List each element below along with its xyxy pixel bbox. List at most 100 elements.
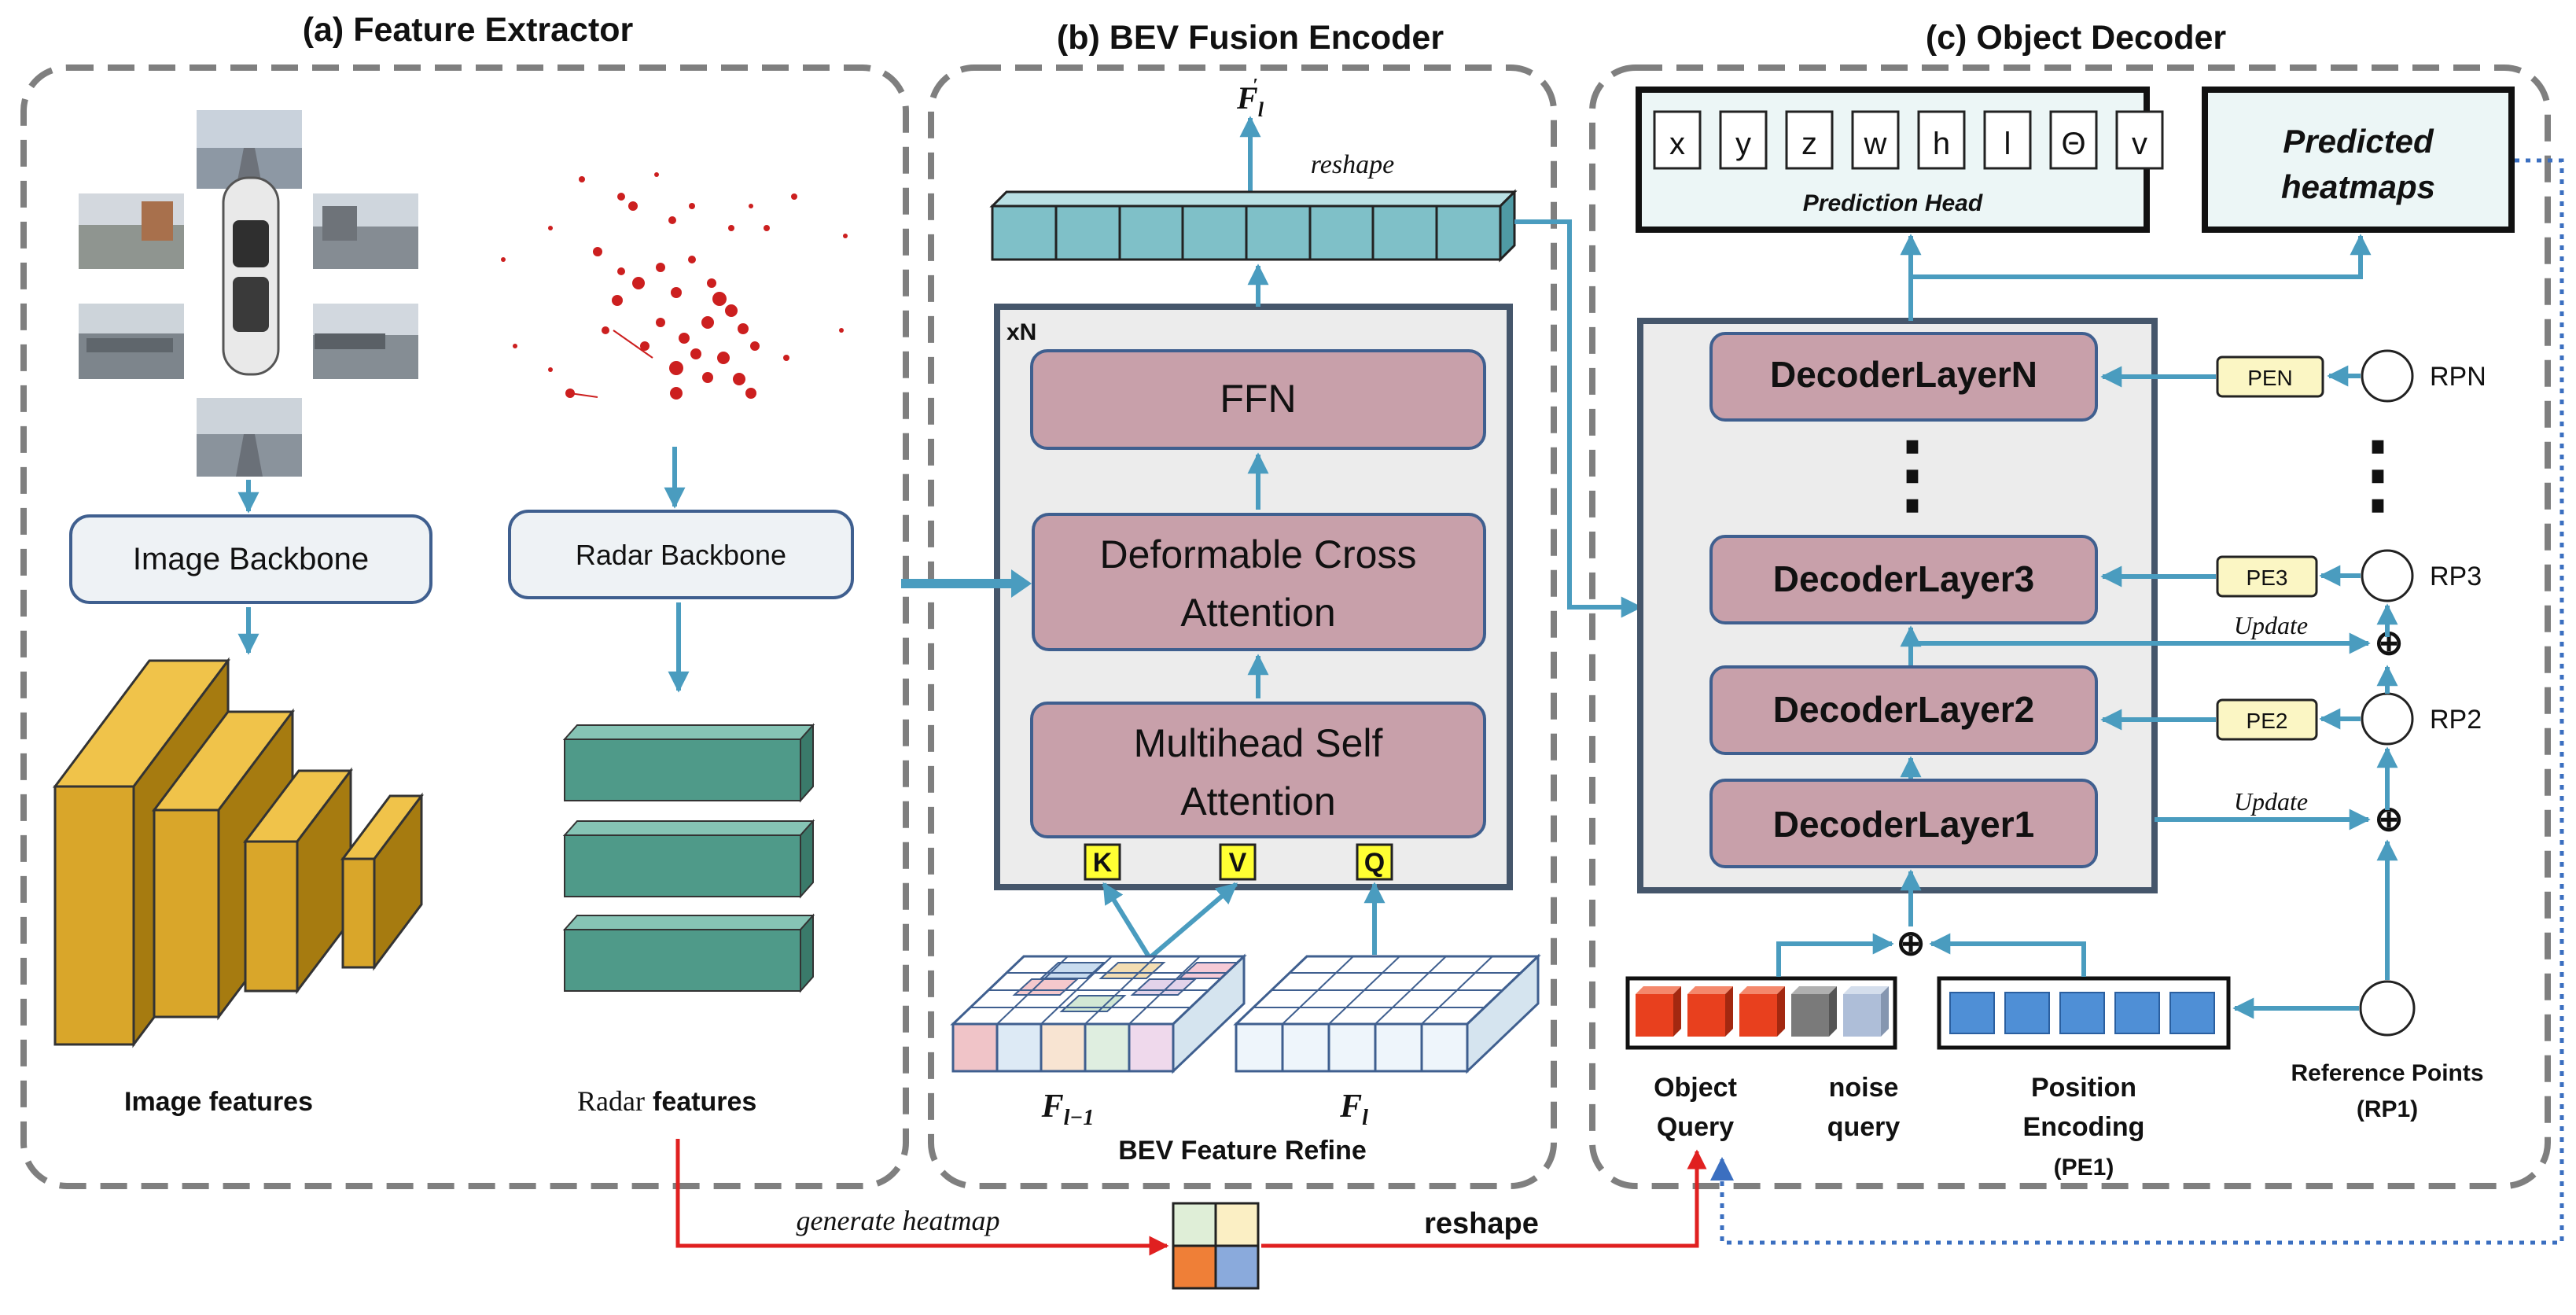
camera-thumbnail-icon bbox=[79, 193, 184, 269]
prediction-head-label: Prediction Head bbox=[1803, 190, 1983, 216]
rp-3-circle bbox=[2361, 549, 2414, 602]
camera-surround-view bbox=[79, 110, 418, 477]
head-value: h bbox=[1933, 127, 1950, 161]
noise-query-cube bbox=[1791, 986, 1837, 1037]
heatmap-feedback-arrow bbox=[1710, 158, 2564, 1245]
radar-feature-map bbox=[562, 913, 815, 993]
position-encoding-line3: (PE1) bbox=[2054, 1155, 2114, 1181]
object-decoder-panel bbox=[1589, 64, 2551, 1189]
generate-heatmap-arrow bbox=[675, 1139, 1169, 1256]
camera-thumbnail-icon bbox=[197, 398, 302, 477]
bev-fusion-encoder-panel bbox=[928, 64, 1557, 1189]
image-backbone-label: Image Backbone bbox=[133, 542, 369, 576]
bev-feature-refine-label: BEV Feature Refine bbox=[1118, 1136, 1367, 1166]
noise-query-cube bbox=[1843, 986, 1889, 1037]
key-label: K bbox=[1093, 848, 1113, 878]
heatmap-grid bbox=[1172, 1202, 1260, 1290]
pe-2-label: PE2 bbox=[2247, 709, 2288, 733]
prediction-head-values: x y z w h l Θ v bbox=[1669, 127, 2147, 161]
position-token bbox=[2114, 992, 2160, 1034]
head-value: v bbox=[2132, 127, 2147, 161]
head-cell bbox=[1653, 110, 1702, 170]
rp-2-circle bbox=[2361, 692, 2414, 746]
object-query-cube bbox=[1636, 986, 1681, 1037]
previous-bev-grid bbox=[950, 953, 1247, 1074]
predicted-heatmaps-box bbox=[2202, 87, 2515, 233]
query-label: Q bbox=[1364, 848, 1385, 878]
generate-heatmap-label: generate heatmap bbox=[797, 1205, 1000, 1236]
multihead-self-attention-box bbox=[1030, 702, 1486, 838]
head-value: x bbox=[1669, 127, 1685, 161]
query-plus: ⊕ bbox=[1897, 924, 1926, 963]
position-token bbox=[2059, 992, 2105, 1034]
pe-3-label: PE3 bbox=[2247, 565, 2288, 590]
update-3-label: Update bbox=[2234, 611, 2308, 639]
mhsa-line1: Multihead Self bbox=[1134, 721, 1383, 765]
camera-thumbnail-icon bbox=[79, 304, 184, 379]
rp-ellipsis: ⋮ bbox=[2335, 425, 2421, 522]
decoder-layer-2-box bbox=[1709, 665, 2098, 755]
head-cell bbox=[2115, 110, 2164, 170]
noise-query-line1: noise bbox=[1829, 1073, 1899, 1103]
object-query-group bbox=[1625, 976, 1897, 1050]
head-cell bbox=[1719, 110, 1768, 170]
object-query-cube bbox=[1739, 986, 1785, 1037]
position-token bbox=[2169, 992, 2215, 1034]
pe-3-box bbox=[2216, 555, 2318, 598]
decoder-layer-n-label: DecoderLayerN bbox=[1770, 354, 2037, 395]
head-cell bbox=[1983, 110, 2032, 170]
image-feature-maps bbox=[53, 657, 424, 1048]
noise-query-line2: query bbox=[1827, 1112, 1901, 1142]
ffn-label: FFN bbox=[1220, 377, 1296, 421]
radar-feature-map bbox=[562, 723, 815, 803]
heatmap-reshape-arrow bbox=[1261, 1149, 1707, 1248]
radar-features-suffix: features bbox=[653, 1087, 756, 1117]
camera-thumbnail-icon bbox=[313, 193, 418, 269]
decoder-layer-1-label: DecoderLayer1 bbox=[1773, 804, 2034, 845]
bottom-reshape-label: reshape bbox=[1424, 1207, 1539, 1240]
head-value: z bbox=[1801, 127, 1817, 161]
query-to-plus-arrow bbox=[1776, 933, 1894, 977]
head-value: y bbox=[1735, 127, 1751, 161]
prev-bev-to-value-arrow bbox=[1148, 882, 1238, 960]
position-token bbox=[2004, 992, 2050, 1034]
image-feature-map bbox=[242, 767, 354, 995]
pe-n-box bbox=[2216, 355, 2324, 398]
mhsa-line2: Attention bbox=[1180, 779, 1335, 823]
head-value: l bbox=[2004, 127, 2011, 161]
panel-b-title: (b) BEV Fusion Encoder bbox=[1057, 19, 1444, 57]
object-query-cube bbox=[1687, 986, 1733, 1037]
current-bev-label: Fl bbox=[1339, 1088, 1368, 1130]
decoder-layer-n-box bbox=[1709, 332, 2098, 422]
repeat-label: xN bbox=[1006, 319, 1036, 345]
image-feature-map bbox=[340, 792, 424, 971]
image-features-label: Image features bbox=[124, 1087, 313, 1117]
head-cell bbox=[1917, 110, 1966, 170]
head-value: w bbox=[1864, 127, 1887, 161]
reference-points-line2: (RP1) bbox=[2357, 1096, 2418, 1122]
deformable-cross-attention-box bbox=[1032, 513, 1486, 651]
value-label: V bbox=[1229, 848, 1247, 878]
radar-feature-maps bbox=[562, 723, 815, 993]
block-to-heatmaps-arrow bbox=[1911, 234, 2372, 279]
pe1-to-plus-arrow bbox=[1929, 933, 2086, 977]
output-feature-label: Fl′ bbox=[1236, 76, 1264, 121]
deformable-line1: Deformable Cross bbox=[1100, 532, 1417, 576]
head-value: Θ bbox=[2061, 127, 2085, 161]
rp-n-circle bbox=[2361, 349, 2414, 403]
pe-n-label: PEN bbox=[2247, 366, 2293, 390]
update-2-label: Update bbox=[2234, 787, 2308, 816]
previous-bev-label: Fl−1 bbox=[1041, 1088, 1095, 1130]
heatmaps-line1: Predicted bbox=[2283, 123, 2434, 160]
prediction-head-cells bbox=[1653, 110, 2164, 170]
rp-n-label: RPN bbox=[2430, 362, 2486, 392]
position-encoding-line2: Encoding bbox=[2023, 1112, 2145, 1142]
reshape-label: reshape bbox=[1311, 150, 1394, 179]
object-query-line1: Object bbox=[1654, 1073, 1737, 1103]
heatmaps-line2: heatmaps bbox=[2281, 168, 2435, 205]
extractor-to-encoder-head bbox=[1011, 569, 1032, 598]
rp-2-label: RP2 bbox=[2430, 705, 2482, 735]
panel-a-title: (a) Feature Extractor bbox=[303, 11, 634, 49]
radar-backbone-box bbox=[508, 510, 854, 599]
